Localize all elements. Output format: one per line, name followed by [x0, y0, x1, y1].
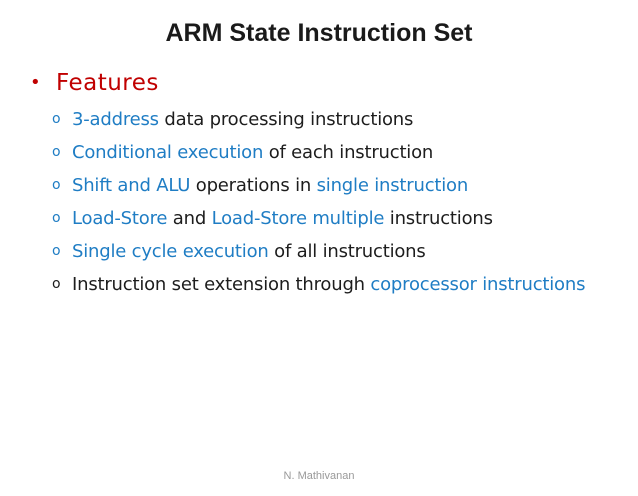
feature-text-segment: instructions — [389, 208, 493, 229]
feature-text-segment: of all instructions — [274, 241, 426, 262]
feature-item: o Instruction set extension through copro… — [52, 268, 638, 301]
feature-text-segment: Instruction set extension through — [72, 274, 371, 295]
features-heading: • Features — [0, 68, 638, 98]
feature-item: o Conditional execution of each instructi… — [52, 136, 638, 169]
sub-bullet-icon: o — [52, 177, 61, 193]
feature-text-segment: of each instruction — [268, 142, 434, 163]
feature-item-text: 3-address data processing instructions — [72, 103, 413, 136]
feature-item-text: Conditional execution of each instructio… — [72, 136, 433, 169]
feature-text-segment: Shift and ALU — [72, 175, 196, 196]
feature-item-text: Single cycle execution of all instructio… — [72, 235, 426, 268]
sub-bullet-icon: o — [52, 111, 61, 127]
feature-text-segment: Conditional execution — [72, 142, 269, 163]
slide: ARM State Instruction Set • Features o 3-… — [0, 18, 638, 496]
bullet-icon: • — [30, 72, 41, 93]
footer-author: N. Mathivanan — [283, 470, 355, 482]
feature-text-segment: single instruction — [316, 175, 469, 196]
feature-text-segment: Single cycle execution — [72, 241, 275, 262]
feature-text-segment: and — [172, 208, 212, 229]
feature-item-text: Load-Store and Load-Store multiple instr… — [72, 202, 493, 235]
sub-bullet-icon: o — [52, 144, 61, 160]
feature-item: o Load-Store and Load-Store multiple inst… — [52, 202, 638, 235]
feature-item-text: Shift and ALU operations in single instr… — [72, 169, 468, 202]
features-heading-label: Features — [56, 70, 159, 96]
sub-bullet-icon: o — [52, 276, 61, 292]
feature-item: o 3-address data processing instructions — [52, 103, 638, 136]
feature-item-text: Instruction set extension through coproc… — [72, 268, 585, 301]
feature-text-segment: 3-address — [72, 109, 165, 130]
feature-item: o Single cycle execution of all instructi… — [52, 235, 638, 268]
feature-item: o Shift and ALU operations in single inst… — [52, 169, 638, 202]
feature-text-segment: data processing instructions — [164, 109, 414, 130]
sub-bullet-icon: o — [52, 243, 61, 259]
sub-bullet-icon: o — [52, 210, 61, 226]
feature-text-segment: Load-Store — [72, 208, 173, 229]
feature-text-segment: operations in — [195, 175, 317, 196]
feature-text-segment: Load-Store multiple — [211, 208, 390, 229]
page-title: ARM State Instruction Set — [165, 19, 473, 47]
feature-text-segment: coprocessor instructions — [370, 274, 586, 295]
